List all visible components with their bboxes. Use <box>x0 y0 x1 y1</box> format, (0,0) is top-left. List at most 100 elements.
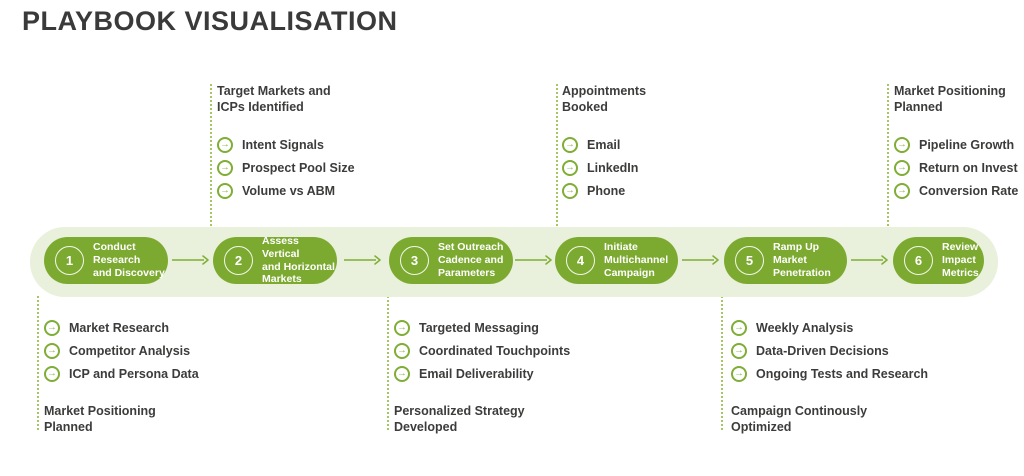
circled-arrow-icon: → <box>894 183 910 199</box>
step-3-pill: 3 Set Outreach Cadence and Parameters <box>389 237 513 284</box>
item-label: Prospect Pool Size <box>242 161 355 175</box>
item-label: Coordinated Touchpoints <box>419 344 571 358</box>
bottom-section-optimization: → Weekly Analysis → Data-Driven Decision… <box>731 320 961 435</box>
item-label: Email <box>587 138 621 152</box>
list-item: → Pipeline Growth <box>894 137 1024 153</box>
item-label: ICP and Persona Data <box>69 367 199 381</box>
bottom-section-strategy: → Targeted Messaging → Coordinated Touch… <box>394 320 614 435</box>
item-label: Competitor Analysis <box>69 344 191 358</box>
step-number-badge: 1 <box>55 246 84 275</box>
circled-arrow-icon: → <box>217 137 233 153</box>
item-label: Volume vs ABM <box>242 184 336 198</box>
right-arrow-icon <box>682 255 719 265</box>
list-item: → Return on Invest <box>894 160 1024 176</box>
item-list: → Market Research → Competitor Analysis … <box>44 320 264 382</box>
right-arrow-icon <box>344 255 381 265</box>
circled-arrow-icon: → <box>562 160 578 176</box>
page-title: PLAYBOOK VISUALISATION <box>22 6 398 36</box>
list-item: → Prospect Pool Size <box>217 160 392 176</box>
circled-arrow-icon: → <box>44 343 60 359</box>
item-label: Return on Invest <box>919 161 1018 175</box>
circled-arrow-icon: → <box>217 160 233 176</box>
circled-arrow-icon: → <box>894 137 910 153</box>
step-number-badge: 6 <box>904 246 933 275</box>
item-list: → Intent Signals → Prospect Pool Size → … <box>217 137 392 199</box>
step-label: Set Outreach Cadence and Parameters <box>438 241 504 279</box>
item-label: Market Research <box>69 321 170 335</box>
circled-arrow-icon: → <box>731 343 747 359</box>
top-section-appointments: Appointments Booked → Email → LinkedIn →… <box>562 84 722 199</box>
dotted-connector-bottom-1 <box>37 296 39 430</box>
step-2-pill: 2 Assess Vertical and Horizontal Markets <box>213 234 337 286</box>
item-label: Ongoing Tests and Research <box>756 367 929 381</box>
item-label: Weekly Analysis <box>756 321 854 335</box>
item-list: → Targeted Messaging → Coordinated Touch… <box>394 320 614 382</box>
section-footer: Market Positioning Planned <box>44 404 156 434</box>
dotted-connector-top-3 <box>887 84 889 242</box>
list-item: → Conversion Rate <box>894 183 1024 199</box>
item-label: Conversion Rate <box>919 184 1019 198</box>
right-arrow-icon <box>172 255 209 265</box>
circled-arrow-icon: → <box>217 183 233 199</box>
item-list: → Email → LinkedIn → Phone <box>562 137 722 199</box>
right-arrow-icon <box>515 255 552 265</box>
list-item: → Coordinated Touchpoints <box>394 343 614 359</box>
step-5-pill: 5 Ramp Up Market Penetration <box>724 237 847 284</box>
top-section-target-markets: Target Markets and ICPs Identified → Int… <box>217 84 392 199</box>
item-label: Pipeline Growth <box>919 138 1015 152</box>
step-number-badge: 2 <box>224 246 253 275</box>
step-number-badge: 3 <box>400 246 429 275</box>
list-item: → Intent Signals <box>217 137 392 153</box>
step-label: Conduct Research and Discovery <box>93 241 165 279</box>
section-header: Target Markets and ICPs Identified <box>217 84 331 114</box>
circled-arrow-icon: → <box>394 320 410 336</box>
step-label: Review Impact Metrics <box>942 241 979 279</box>
step-4-pill: 4 Initiate Multichannel Campaign <box>555 237 678 284</box>
section-footer: Personalized Strategy Developed <box>394 404 525 434</box>
circled-arrow-icon: → <box>394 343 410 359</box>
list-item: → ICP and Persona Data <box>44 366 264 382</box>
item-label: Data-Driven Decisions <box>756 344 889 358</box>
item-label: Email Deliverability <box>419 367 534 381</box>
step-1-pill: 1 Conduct Research and Discovery <box>44 237 168 284</box>
section-header: Market Positioning Planned <box>894 84 1006 114</box>
item-label: LinkedIn <box>587 161 639 175</box>
dotted-connector-top-1 <box>210 84 212 242</box>
circled-arrow-icon: → <box>562 137 578 153</box>
list-item: → Ongoing Tests and Research <box>731 366 961 382</box>
list-item: → Market Research <box>44 320 264 336</box>
list-item: → Phone <box>562 183 722 199</box>
circled-arrow-icon: → <box>394 366 410 382</box>
list-item: → Email <box>562 137 722 153</box>
item-label: Targeted Messaging <box>419 321 539 335</box>
top-section-market-positioning: Market Positioning Planned → Pipeline Gr… <box>894 84 1024 199</box>
step-number-badge: 4 <box>566 246 595 275</box>
item-list: → Pipeline Growth → Return on Invest → C… <box>894 137 1024 199</box>
section-footer: Campaign Continously Optimized <box>731 404 868 434</box>
step-label: Assess Vertical and Horizontal Markets <box>262 234 335 286</box>
step-number-badge: 5 <box>735 246 764 275</box>
bottom-section-research: → Market Research → Competitor Analysis … <box>44 320 264 435</box>
dotted-connector-bottom-2 <box>387 296 389 430</box>
step-label: Ramp Up Market Penetration <box>773 241 831 279</box>
circled-arrow-icon: → <box>44 366 60 382</box>
circled-arrow-icon: → <box>44 320 60 336</box>
circled-arrow-icon: → <box>731 366 747 382</box>
section-header: Appointments Booked <box>562 84 647 114</box>
circled-arrow-icon: → <box>894 160 910 176</box>
dotted-connector-bottom-3 <box>721 296 723 430</box>
list-item: → LinkedIn <box>562 160 722 176</box>
list-item: → Weekly Analysis <box>731 320 961 336</box>
circled-arrow-icon: → <box>731 320 747 336</box>
step-label: Initiate Multichannel Campaign <box>604 241 669 279</box>
step-6-pill: 6 Review Impact Metrics <box>893 237 984 284</box>
circled-arrow-icon: → <box>562 183 578 199</box>
list-item: → Data-Driven Decisions <box>731 343 961 359</box>
item-list: → Weekly Analysis → Data-Driven Decision… <box>731 320 961 382</box>
list-item: → Targeted Messaging <box>394 320 614 336</box>
list-item: → Email Deliverability <box>394 366 614 382</box>
list-item: → Volume vs ABM <box>217 183 392 199</box>
list-item: → Competitor Analysis <box>44 343 264 359</box>
dotted-connector-top-2 <box>556 84 558 242</box>
